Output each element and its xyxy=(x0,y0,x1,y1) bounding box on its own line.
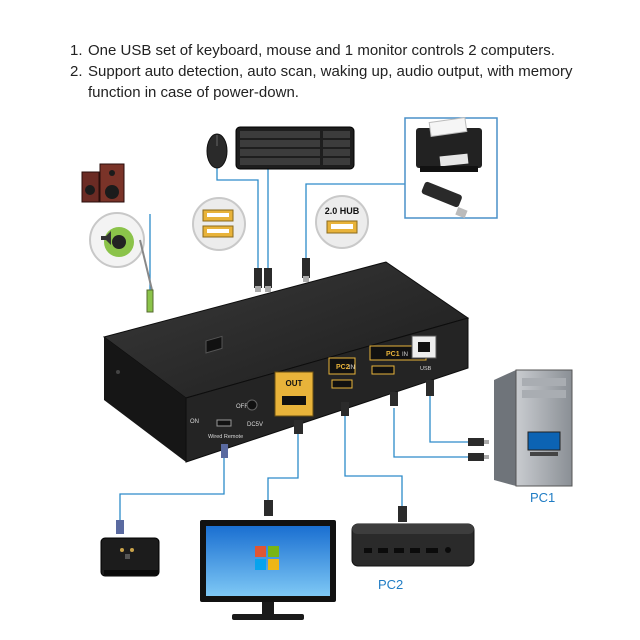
monitor-icon xyxy=(200,520,336,620)
out-label: OUT xyxy=(286,379,303,388)
mini-pc-icon xyxy=(351,523,475,567)
out-port-panel xyxy=(274,371,314,417)
wired-remote-icon xyxy=(100,537,160,577)
pc2-hdmi-cable xyxy=(344,414,403,508)
pc1-in-label: IN xyxy=(402,352,408,358)
feature-item-2-cont: function in case of power-down. xyxy=(88,84,299,101)
pc2-label: PC2 xyxy=(378,577,403,592)
off-label: OFF xyxy=(236,404,248,410)
feature-item-1: 1. One USB set of keyboard, mouse and 1 … xyxy=(70,42,555,59)
keyboard-icon xyxy=(235,126,355,170)
wired-remote-label: Wired Remote xyxy=(208,434,243,440)
hdmi-out-cable xyxy=(267,432,299,500)
pc-tower-icon xyxy=(494,369,573,487)
mouse-cable xyxy=(216,168,259,268)
dc-label: DC5V xyxy=(247,422,263,428)
mouse-icon xyxy=(206,133,228,169)
on-label: ON xyxy=(190,419,199,425)
speaker-icon xyxy=(81,163,125,203)
kvm-switch: ON OFF DC5V Wired Remote OUT PC2 IN PC1 … xyxy=(102,261,470,463)
hub-cable xyxy=(305,183,408,258)
audio-jack-icon xyxy=(89,212,154,313)
top-plugs xyxy=(254,258,310,292)
printer-icon xyxy=(416,116,482,172)
hub-label: 2.0 HUB xyxy=(325,206,360,216)
pc1-label: PC1 xyxy=(530,490,555,505)
usb-drive-icon xyxy=(421,181,468,219)
usb-port-icon xyxy=(192,197,246,251)
cables xyxy=(119,168,468,532)
usb-port-label: USB xyxy=(420,366,432,372)
pc1-usb-cable xyxy=(429,395,468,443)
peripheral-box xyxy=(404,116,498,219)
bottom-plugs xyxy=(116,380,489,534)
remote-cable xyxy=(119,456,225,532)
feature-list: 1. One USB set of keyboard, mouse and 1 … xyxy=(70,40,630,103)
pc1-hdmi-cable xyxy=(393,408,468,458)
usb-hub-icon: 2.0 HUB xyxy=(315,195,369,249)
pc2-in-label: IN xyxy=(349,365,355,371)
pc2-port-label: PC2 xyxy=(336,364,350,371)
feature-item-2: 2. Support auto detection, auto scan, wa… xyxy=(70,63,573,80)
pc1-port-label: PC1 xyxy=(386,351,400,358)
